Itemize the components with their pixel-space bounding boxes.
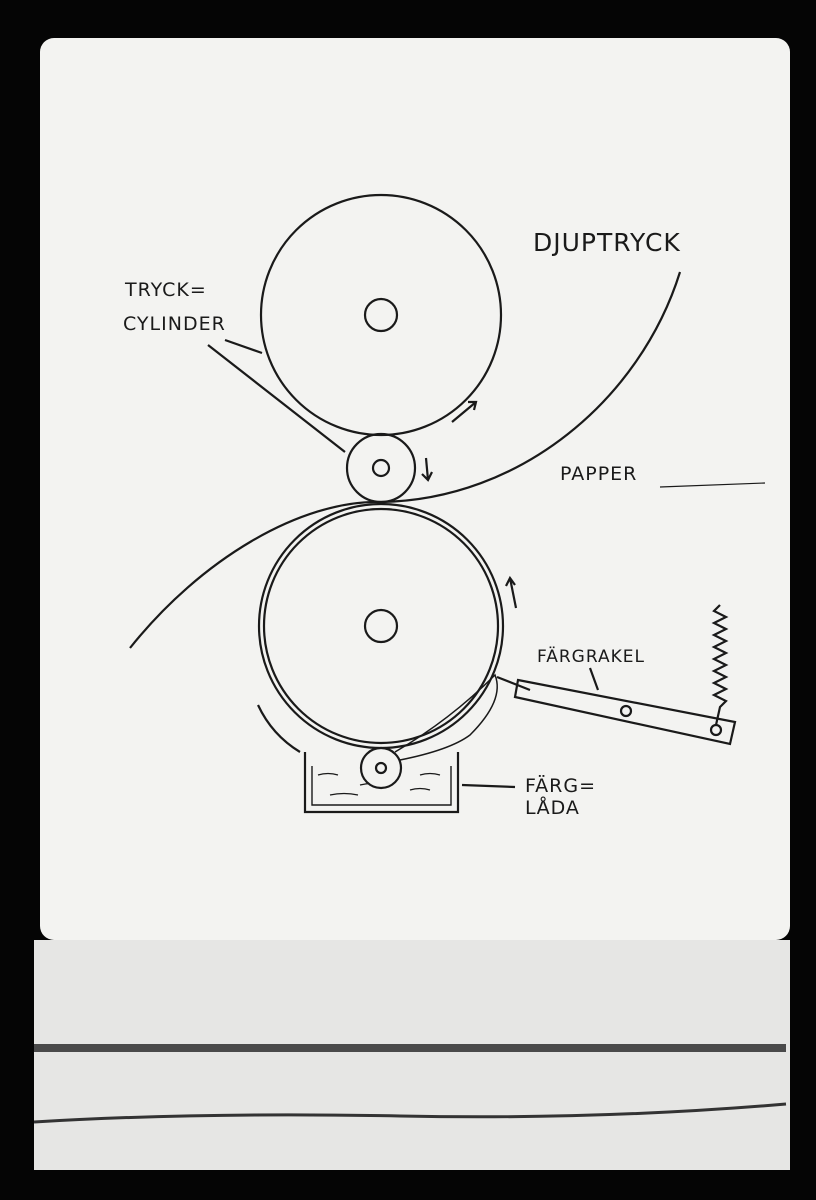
pivot-icon: [619, 704, 633, 718]
impression-cylinder-axle: [363, 297, 399, 333]
print-cylinder-inner-ring: [262, 507, 500, 745]
guard-arc: [257, 704, 301, 753]
slide-mount-bottom: [34, 940, 790, 1170]
rotation-arrow-icon: [421, 457, 433, 482]
leader-line: [207, 344, 346, 453]
ink-tray-inner: [311, 766, 452, 806]
mount-edge-line: [33, 1102, 787, 1124]
leader-line: [588, 667, 600, 691]
leader-line: [224, 338, 263, 355]
label-fargrakel: FÄRGRAKEL: [537, 646, 645, 667]
label-tryck: TRYCK=: [124, 279, 207, 301]
rotation-arrow-icon: [451, 400, 478, 423]
label-farg: FÄRG=: [525, 774, 596, 797]
ink-roller-axle: [374, 761, 388, 775]
paper-web: [129, 271, 682, 649]
ink-film: [394, 673, 498, 761]
spring: [711, 604, 729, 726]
mount-edge-line: [34, 1044, 786, 1052]
ink-roller: [359, 746, 403, 790]
label-cylinder: CYLINDER: [123, 313, 226, 335]
print-cylinder-axle: [363, 608, 399, 644]
label-lada: LÅDA: [525, 796, 580, 819]
diagram-title: DJUPTRYCK: [533, 228, 681, 257]
small-roller-axle: [371, 458, 391, 478]
label-papper: PAPPER: [560, 463, 637, 485]
ink-tray: [303, 752, 460, 814]
rotation-arrow-icon: [505, 575, 518, 609]
leader-line: [659, 482, 766, 488]
slide-paper: [40, 38, 790, 940]
doctor-blade-tip: [496, 675, 531, 692]
leader-line: [461, 783, 516, 789]
doctor-blade-arm: [513, 678, 737, 746]
